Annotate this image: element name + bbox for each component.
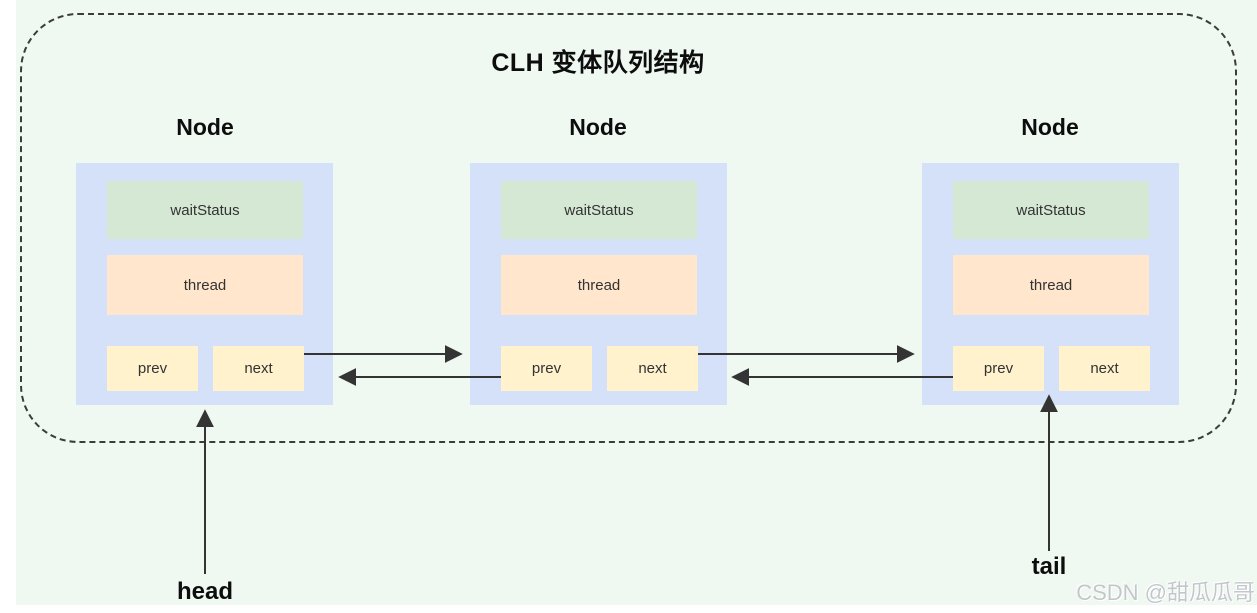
node2-title: Node xyxy=(569,114,627,140)
node2-prev-field: prev xyxy=(501,346,592,391)
node3-thread-field: thread xyxy=(953,255,1149,315)
node1-waitstatus-field: waitStatus xyxy=(107,181,303,239)
node1-prev-field: prev xyxy=(107,346,198,391)
node3-next-field: next xyxy=(1059,346,1150,391)
node3-waitstatus-field: waitStatus xyxy=(953,181,1149,239)
node2-thread-field: thread xyxy=(501,255,697,315)
node3-container: waitStatus thread prev next xyxy=(922,163,1179,405)
node1-thread-field: thread xyxy=(107,255,303,315)
tail-pointer-label: tail xyxy=(1031,553,1067,580)
csdn-watermark: CSDN @甜瓜瓜哥 xyxy=(1076,580,1255,605)
node3-prev-field: prev xyxy=(953,346,1044,391)
queue-boundary-dashed-frame xyxy=(20,13,1237,443)
node3-title: Node xyxy=(1021,114,1079,140)
diagram-title: CLH 变体队列结构 xyxy=(491,49,705,77)
node2-next-field: next xyxy=(607,346,698,391)
node2-waitstatus-field: waitStatus xyxy=(501,181,697,239)
node1-next-field: next xyxy=(213,346,304,391)
node1-container: waitStatus thread prev next xyxy=(76,163,333,405)
node2-container: waitStatus thread prev next xyxy=(470,163,727,405)
head-pointer-label: head xyxy=(176,578,233,605)
node1-title: Node xyxy=(176,114,234,140)
